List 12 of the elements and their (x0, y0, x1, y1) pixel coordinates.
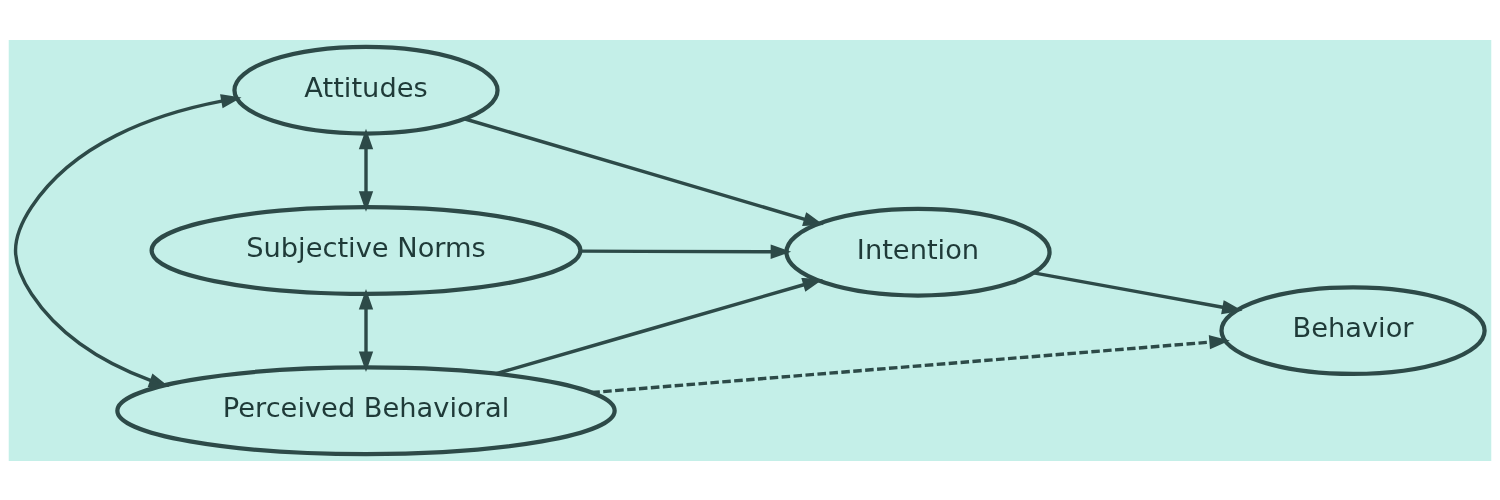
node-ellipse: Attitudes (232, 44, 500, 136)
node-ellipse: Subjective Norms (149, 204, 583, 296)
arrow (580, 244, 792, 259)
arrow (464, 116, 824, 226)
arrow (358, 128, 374, 212)
node-ellipse: Perceived Behavioral (115, 364, 617, 456)
arrow (1033, 270, 1243, 314)
arrow (358, 288, 374, 372)
arrow (591, 334, 1230, 394)
arrow (13, 93, 242, 387)
arrow (495, 277, 823, 375)
node-ellipse: Intention (784, 206, 1052, 298)
